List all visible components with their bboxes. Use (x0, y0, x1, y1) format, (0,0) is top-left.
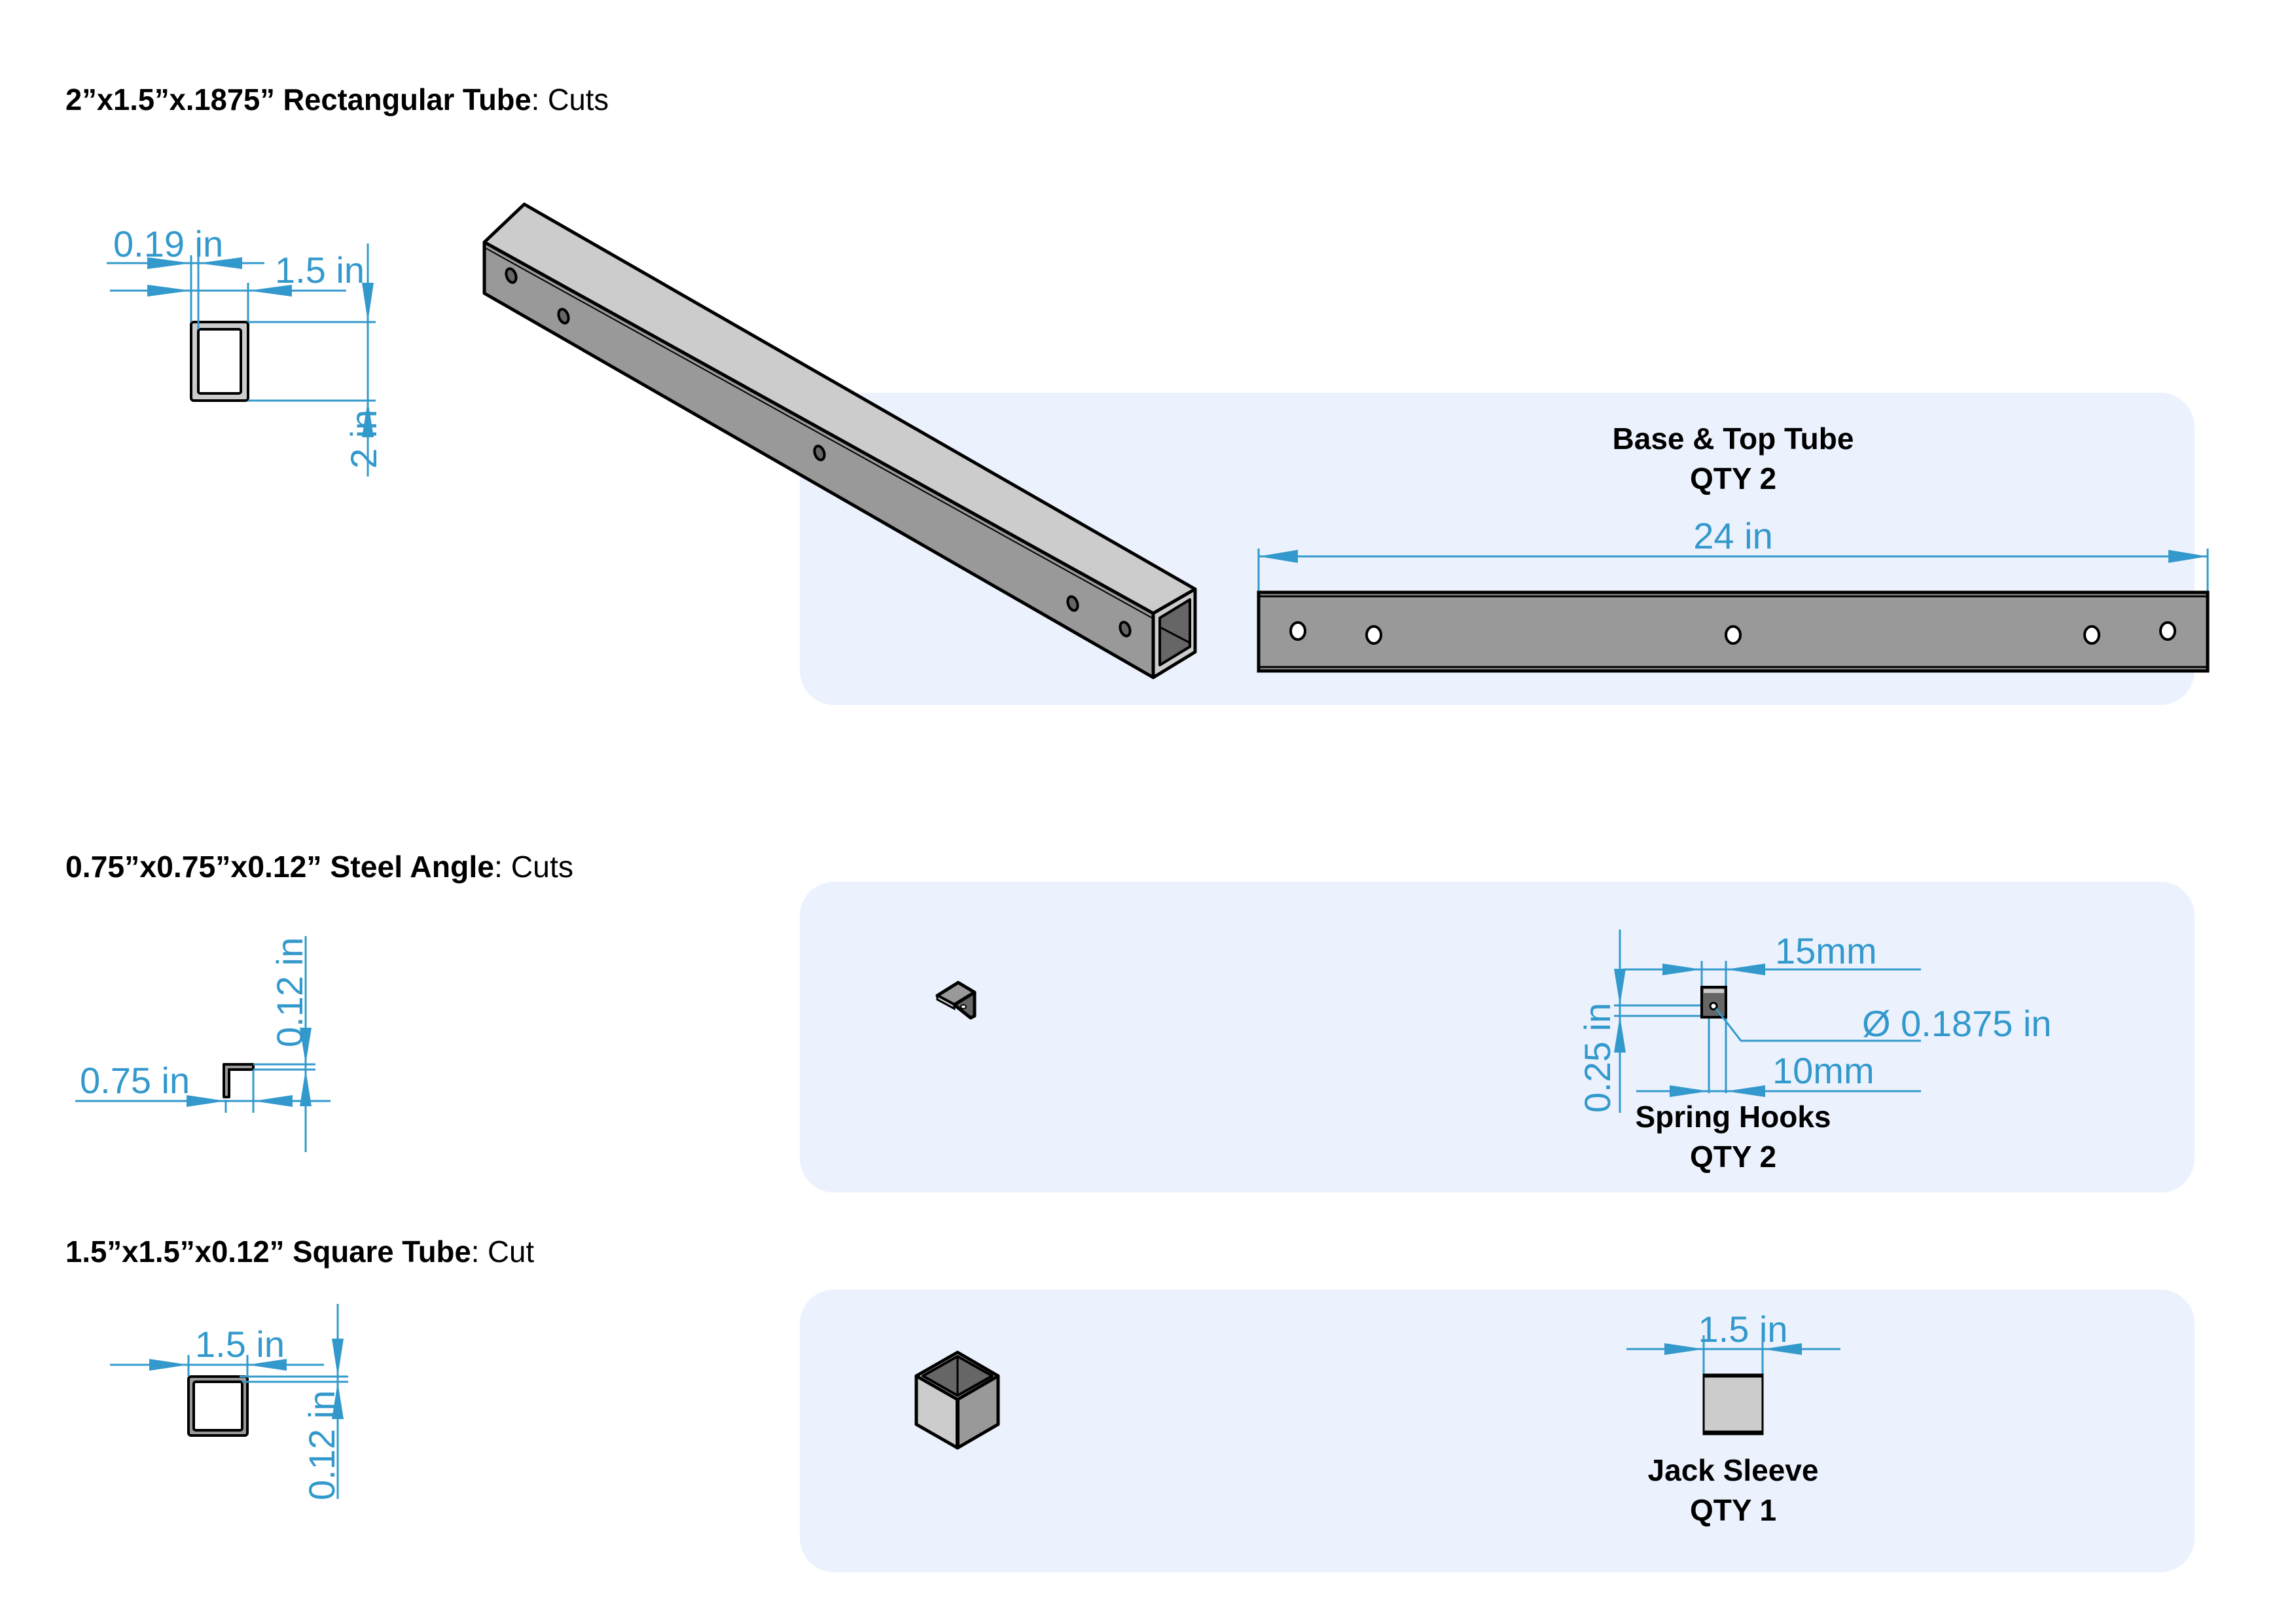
spring-hook-hole (1709, 1001, 1718, 1011)
base-top-tube-side-view: 24 in (1257, 515, 2210, 673)
tube-hole-3d (813, 444, 826, 461)
square-profile-inner (192, 1380, 243, 1432)
tube-hole-3d (557, 308, 570, 325)
dimension-arrow (1670, 1085, 1709, 1097)
dimension-arrow (1614, 1016, 1626, 1053)
dimension-arrow (1664, 1343, 1704, 1355)
dimension-arrow (1614, 969, 1626, 1005)
tube-inner-edge (1159, 626, 1191, 644)
dimension-arrow (1259, 550, 1298, 563)
tube-hole-3d (1066, 595, 1079, 612)
section-square-tube: 1.5”x1.5”x0.12” Square Tube: Cut 1.5 in … (65, 1235, 2195, 1572)
dim-height: 2 in (343, 410, 384, 469)
angle-lip (936, 994, 956, 1011)
tube-holes-flat (1289, 621, 2176, 645)
part-panel-spring-hooks (800, 882, 2195, 1193)
spring-hook-3d-view (935, 981, 977, 1020)
section-title: 0.75”x0.75”x0.12” Steel Angle: Cuts (65, 850, 573, 884)
dim-wall-thickness: 0.19 in (113, 223, 223, 264)
dimension-arrow (187, 1095, 226, 1107)
dimension-arrow (253, 1095, 293, 1107)
dimension-arrow (332, 1382, 344, 1419)
part-qty: QTY 2 (1690, 461, 1776, 496)
dim-hole-offset: 10mm (1772, 1050, 1874, 1091)
dimension-arrow (147, 257, 191, 269)
angle-cross-section: 0.75 in 0.12 in (75, 936, 331, 1152)
dimension-arrow (198, 257, 242, 269)
dimension-arrow (247, 1359, 287, 1371)
spring-hook-top-lip (1704, 989, 1724, 993)
dimension-arrow (2168, 550, 2208, 563)
dimension-arrow (147, 285, 191, 297)
section-title-suffix: : Cuts (494, 850, 573, 884)
dim-hook-width: 15mm (1775, 930, 1877, 971)
dimension-arrow (1763, 1343, 1802, 1355)
part-panel-jack-sleeve (800, 1290, 2195, 1572)
spring-hook-front-view: 0.25 in 15mm Ø 0.1875 in 10mm (1577, 929, 2052, 1113)
section-steel-angle: 0.75”x0.75”x0.12” Steel Angle: Cuts 0.75… (65, 850, 2195, 1193)
rect-tube-3d-view (482, 202, 1197, 679)
tube-hole (2083, 625, 2100, 645)
dim-width: 1.5 in (275, 249, 365, 291)
tube-hole (1725, 625, 1742, 645)
dimension-arrow (362, 401, 374, 437)
dimension-arrow (1662, 964, 1702, 975)
tube-hole (1289, 621, 1306, 641)
dimension-arrow (149, 1359, 188, 1371)
tube-edge-fillet (484, 247, 1154, 619)
dim-sleeve-width: 1.5 in (1698, 1308, 1788, 1350)
jack-sleeve-front-view: 1.5 in (1626, 1308, 1840, 1435)
dim-thickness: 0.12 in (301, 1390, 342, 1500)
section-rectangular-tube: 2”x1.5”x.1875” Rectangular Tube: Cuts 0.… (65, 82, 2210, 705)
tube-hole-3d (505, 267, 518, 284)
section-title-suffix: : Cuts (531, 82, 609, 117)
section-title-material: 0.75”x0.75”x0.12” Steel Angle (65, 850, 494, 884)
leader-line-diameter (1715, 1008, 1921, 1042)
dim-hook-height: 0.25 in (1577, 1003, 1618, 1113)
tube-end-opening (1158, 598, 1191, 666)
section-title: 2”x1.5”x.1875” Rectangular Tube: Cuts (65, 82, 609, 117)
tube-hole (1365, 625, 1382, 645)
dimension-arrow (300, 1070, 312, 1106)
section-title-material: 2”x1.5”x.1875” Rectangular Tube (65, 82, 531, 117)
section-title: 1.5”x1.5”x0.12” Square Tube: Cut (65, 1235, 534, 1269)
section-title-suffix: : Cut (471, 1235, 534, 1269)
tube-profile-inner (197, 328, 242, 395)
section-title-material: 1.5”x1.5”x0.12” Square Tube (65, 1235, 471, 1269)
part-name: Base & Top Tube (1613, 422, 1854, 456)
tube-hole (2159, 621, 2176, 641)
dim-hole-diameter: Ø 0.1875 in (1862, 1003, 2052, 1044)
part-qty: QTY 2 (1690, 1140, 1776, 1174)
dimension-arrow (332, 1339, 344, 1377)
dim-width: 1.5 in (195, 1324, 285, 1365)
dimension-arrow (1726, 1085, 1765, 1097)
angle-profile (223, 1063, 255, 1098)
part-name: Jack Sleeve (1648, 1453, 1819, 1487)
dimension-arrow (362, 283, 374, 322)
tube-hole-3d (1119, 621, 1132, 638)
dimension-arrow (300, 1028, 312, 1064)
part-name: Spring Hooks (1635, 1100, 1831, 1134)
square-tube-cross-section: 1.5 in 0.12 in (110, 1304, 348, 1500)
dimension-arrow (248, 285, 292, 297)
jack-sleeve-body (1702, 1373, 1764, 1435)
dim-leg: 0.75 in (80, 1060, 190, 1101)
dimension-arrow (1726, 964, 1765, 975)
jack-sleeve-3d-view (914, 1350, 1000, 1450)
part-qty: QTY 1 (1690, 1493, 1776, 1527)
rect-tube-cross-section: 0.19 in 1.5 in 2 in (107, 223, 384, 477)
dim-length: 24 in (1693, 515, 1772, 556)
tube-holes-3d (505, 267, 1132, 638)
angle-hole (960, 1004, 967, 1009)
dim-thickness: 0.12 in (269, 937, 310, 1047)
